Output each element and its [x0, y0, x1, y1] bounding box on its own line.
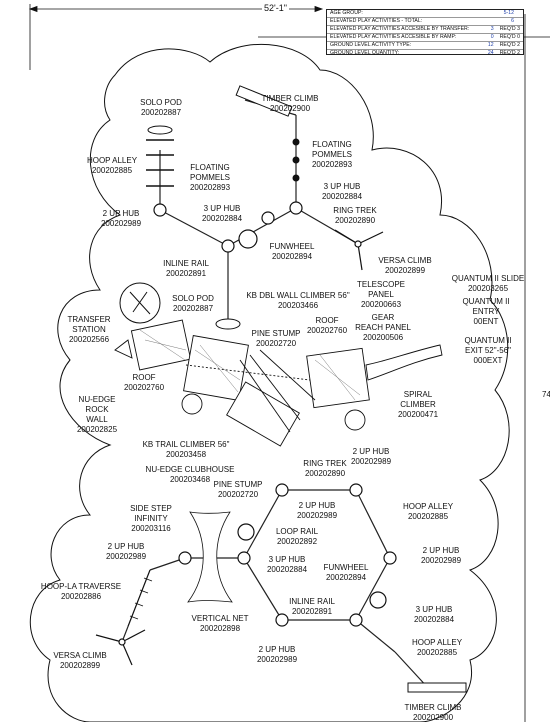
use-zone-boundary	[29, 43, 510, 722]
hoop-la-traverse	[127, 569, 153, 627]
side-dimension-label: 74	[542, 390, 550, 399]
main-play-structure	[114, 319, 443, 447]
upper-hub-network	[159, 99, 359, 320]
versa-climb-upper	[334, 229, 384, 271]
solo-pod-inset	[119, 282, 161, 324]
timber-climb-top	[235, 85, 300, 182]
req-row: AGE GROUP:5-12	[327, 10, 523, 18]
solo-pod-mid	[215, 318, 241, 330]
solo-pod-top	[147, 125, 173, 135]
req-row: ELEVATED PLAY ACTIVITIES - TOTAL:6	[327, 18, 523, 26]
upper-hubs	[153, 201, 303, 253]
req-row: ELEVATED PLAY ACTIVITIES ACCESIBLE BY RA…	[327, 34, 523, 42]
versa-climb-lower	[95, 629, 146, 666]
label-kb-dbl-wall-climber: KB DBL WALL CLIMBER 56"200203466	[246, 291, 350, 310]
overall-dimension-label: 52'-1"	[262, 3, 289, 13]
label-kb-trail-climber: KB TRAIL CLIMBER 56"200203458	[142, 440, 230, 459]
lower-hubs	[178, 483, 397, 627]
timber-climb-bottom	[407, 682, 467, 693]
vertical-net	[187, 511, 233, 603]
req-row: ELEVATED PLAY ACTIVITIES ACCESIBLE BY TR…	[327, 26, 523, 34]
structure-hatching	[139, 329, 361, 401]
hoop-alley-rungs	[146, 139, 174, 187]
requirements-table: AGE GROUP:5-12 ELEVATED PLAY ACTIVITIES …	[326, 9, 524, 56]
